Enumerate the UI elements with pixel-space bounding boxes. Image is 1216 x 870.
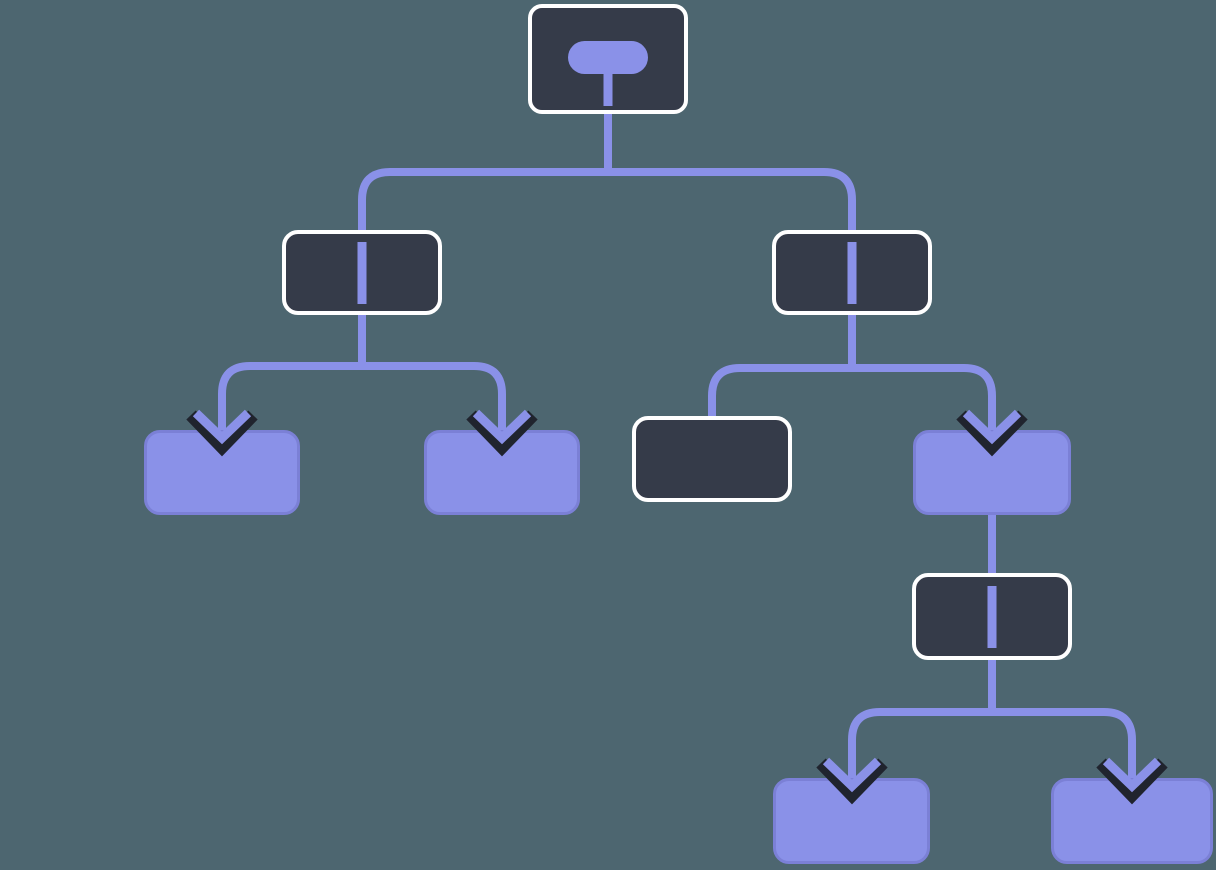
connector-bottom-subtree-branch: [848, 708, 1136, 786]
node-leaf-3: [773, 778, 930, 864]
node-leaf-1: [144, 430, 300, 515]
node-leaf-2: [424, 430, 580, 515]
connector-left-subtree-branch: [218, 362, 506, 438]
node-branch-right: [772, 230, 932, 315]
connector-level1-branch: [358, 168, 856, 236]
node-leaf-dark: [632, 416, 792, 502]
node-branch-left: [282, 230, 442, 315]
node-leaf-4: [1051, 778, 1213, 864]
node-mid: [913, 430, 1071, 515]
node-branch-bottom: [912, 573, 1072, 660]
node-root: [528, 4, 688, 114]
